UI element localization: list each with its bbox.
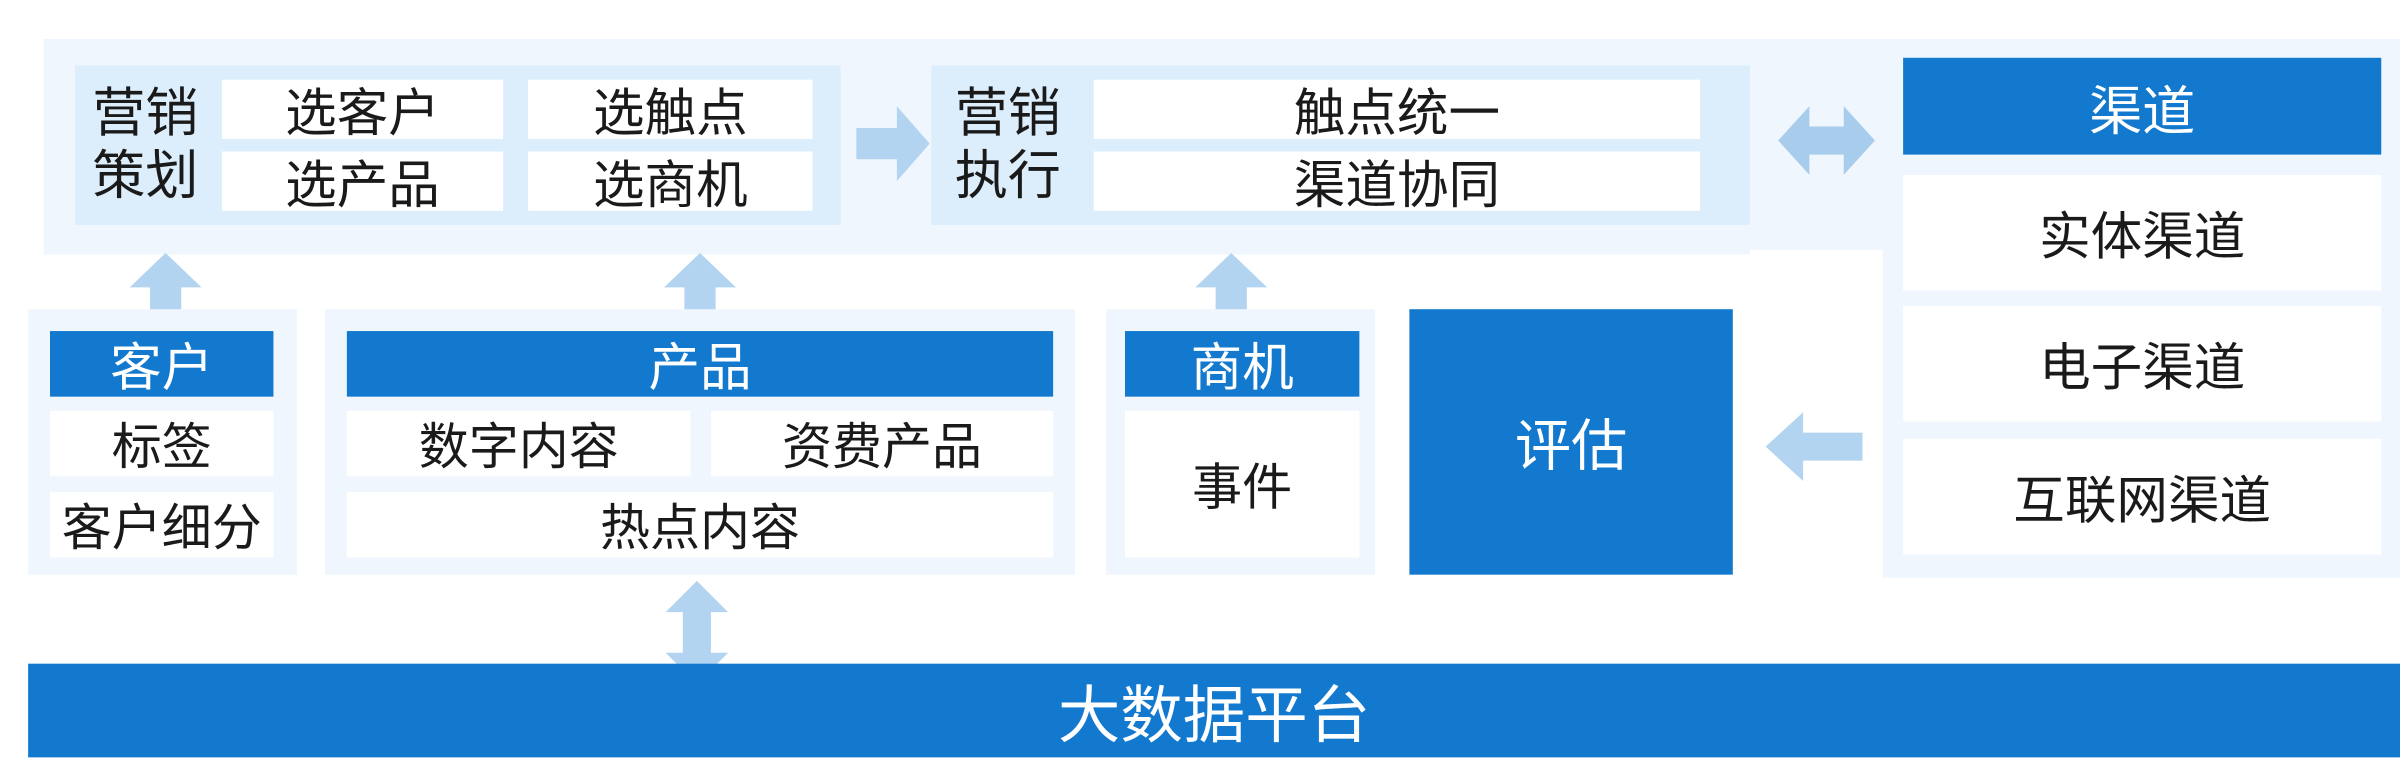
execution-item-touchpoint-unify[interactable]: 触点统一 xyxy=(1093,79,1700,142)
arrow-left-icon-channel-to-evaluation xyxy=(1765,409,1863,484)
marketing-planning-label: 营销 策划 xyxy=(81,69,209,222)
planning-item-select-touchpoint[interactable]: 选触点 xyxy=(528,79,813,142)
opportunity-item-event[interactable]: 事件 xyxy=(1125,410,1360,558)
channel-item-physical[interactable]: 实体渠道 xyxy=(1903,174,2382,291)
marketing-execution-label-line1: 营销 xyxy=(954,84,1061,144)
product-header[interactable]: 产品 xyxy=(346,331,1054,397)
channel-item-electronic[interactable]: 电子渠道 xyxy=(1903,306,2382,422)
customer-header[interactable]: 客户 xyxy=(50,331,274,397)
product-item-tariff-product[interactable]: 资费产品 xyxy=(710,410,1054,477)
marketing-execution-label-line2: 执行 xyxy=(954,146,1061,207)
channel-header[interactable]: 渠道 xyxy=(1903,57,2382,155)
arrow-left-right-icon-execution-to-channel xyxy=(1778,97,1875,184)
execution-item-channel-collab[interactable]: 渠道协同 xyxy=(1093,151,1700,214)
arrow-up-icon-product xyxy=(663,252,738,322)
evaluation-box[interactable]: 评估 xyxy=(1409,309,1733,575)
marketing-planning-label-line1: 营销 xyxy=(92,84,199,144)
product-item-hot-content[interactable]: 热点内容 xyxy=(346,491,1054,558)
marketing-planning-label-line2: 策划 xyxy=(92,146,199,207)
customer-item-segmentation[interactable]: 客户细分 xyxy=(50,491,274,558)
customer-item-tag[interactable]: 标签 xyxy=(50,410,274,477)
planning-item-select-product[interactable]: 选产品 xyxy=(221,151,504,214)
arrow-up-icon-customer xyxy=(128,252,203,322)
product-item-digital-content[interactable]: 数字内容 xyxy=(346,410,691,477)
planning-item-select-opportunity[interactable]: 选商机 xyxy=(528,151,813,214)
planning-item-select-customer[interactable]: 选客户 xyxy=(221,79,504,142)
channel-item-internet[interactable]: 互联网渠道 xyxy=(1903,438,2382,555)
arrow-up-down-icon-product-bigdata xyxy=(663,580,732,684)
marketing-execution-label: 营销 执行 xyxy=(944,69,1072,222)
arrow-up-icon-opportunity xyxy=(1194,252,1269,322)
bigdata-platform-bar[interactable]: 大数据平台 xyxy=(28,663,2400,758)
opportunity-header[interactable]: 商机 xyxy=(1125,331,1360,397)
arrow-right-icon-planning-to-execution xyxy=(856,100,931,187)
